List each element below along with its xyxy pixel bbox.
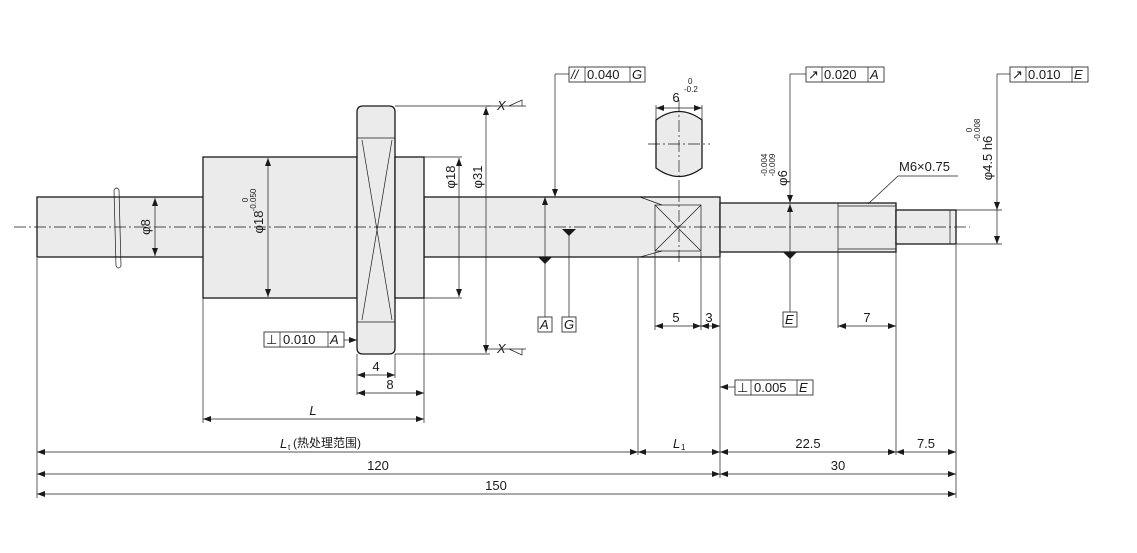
svg-text:-0.004: -0.004 [760, 153, 769, 176]
svg-text:0: 0 [965, 127, 974, 132]
svg-text:0: 0 [688, 77, 693, 86]
svg-text:0.040: 0.040 [587, 67, 620, 82]
dim-3: 3 [705, 310, 712, 325]
gtol-runout-journal: ↗ 0.020 A [787, 66, 885, 203]
dim-7-5: 7.5 [917, 436, 935, 451]
dim-Lt: L t (热处理范围) [280, 436, 361, 452]
dim-120: 120 [367, 458, 389, 473]
gtol-runout-end: ↗ 0.010 E [996, 66, 1089, 190]
gtol-perp-flange: ⊥ 0.010 A [263, 331, 357, 348]
svg-text:L: L [280, 436, 287, 451]
svg-text:A: A [329, 332, 339, 347]
datum-a: A [537, 197, 553, 333]
flange-hub [394, 156, 425, 299]
journal-phi6 [719, 202, 897, 253]
svg-text:0.005: 0.005 [754, 380, 787, 395]
svg-text:E: E [799, 380, 808, 395]
svg-text:G: G [564, 317, 574, 332]
svg-text:A: A [869, 67, 879, 82]
svg-text:G: G [632, 67, 642, 82]
extension-lines [36, 105, 957, 498]
svg-text:0.010: 0.010 [1028, 67, 1061, 82]
dim-phi31: φ31 [470, 166, 485, 189]
svg-text:⊥: ⊥ [266, 332, 277, 347]
svg-text:X: X [496, 341, 507, 356]
dim-L: L [309, 403, 316, 418]
svg-text:E: E [1074, 67, 1083, 82]
dim-8: 8 [386, 377, 393, 392]
dim-flat-6: 6 [672, 90, 679, 105]
dim-150: 150 [485, 478, 507, 493]
svg-text:L: L [673, 436, 680, 451]
gtol-parallel: // 0.040 G [552, 66, 646, 197]
svg-text:-0.2: -0.2 [684, 85, 698, 94]
wrench-flat [654, 204, 702, 252]
linear-dimensions: 5 3 7 4 8 L L t (热处理范围 [37, 310, 956, 497]
dim-phi8: φ8 [138, 219, 153, 235]
datum-g: G [561, 229, 577, 333]
svg-text:0.020: 0.020 [824, 67, 857, 82]
dim-22-5: 22.5 [795, 436, 820, 451]
svg-text://: // [570, 67, 580, 82]
datum-e: E [782, 252, 798, 328]
svg-text:(热处理范围): (热处理范围) [293, 436, 361, 450]
dim-4: 4 [372, 359, 379, 374]
svg-text:1: 1 [681, 443, 686, 452]
svg-text:X: X [496, 98, 507, 113]
dim-phi18-flange: φ18 [443, 166, 458, 189]
dim-7: 7 [863, 310, 870, 325]
dim-phi18-nut: φ18 [251, 211, 266, 234]
svg-text:0.010: 0.010 [283, 332, 316, 347]
svg-text:E: E [785, 312, 794, 327]
svg-text:-0.009: -0.009 [768, 153, 777, 176]
svg-text:A: A [539, 317, 549, 332]
svg-text:⊥: ⊥ [737, 380, 748, 395]
svg-text:t: t [288, 443, 291, 452]
break-symbol [113, 187, 122, 269]
svg-text:↗: ↗ [1012, 67, 1023, 82]
svg-text:-0.008: -0.008 [973, 118, 982, 141]
svg-text:↗: ↗ [808, 67, 819, 82]
gtol-perp-shoulder: ⊥ 0.005 E [720, 379, 814, 396]
dim-thread: M6×0.75 [899, 159, 950, 174]
dim-L1: L 1 [673, 436, 686, 452]
dim-30: 30 [831, 458, 845, 473]
ball-screw-part [36, 100, 957, 355]
dim-5: 5 [672, 310, 679, 325]
section-marks: X X [486, 98, 526, 356]
svg-text:-0.050: -0.050 [249, 188, 258, 211]
diameter-dimensions: φ8 φ18 0 -0.050 φ18 φ31 6 0 -0.2 φ6 -0.0 [138, 77, 1002, 355]
nut-body [202, 156, 358, 299]
dim-phi4-5: φ4.5 h6 [980, 136, 995, 181]
svg-text:0: 0 [241, 197, 250, 202]
dim-phi6: φ6 [775, 170, 790, 186]
